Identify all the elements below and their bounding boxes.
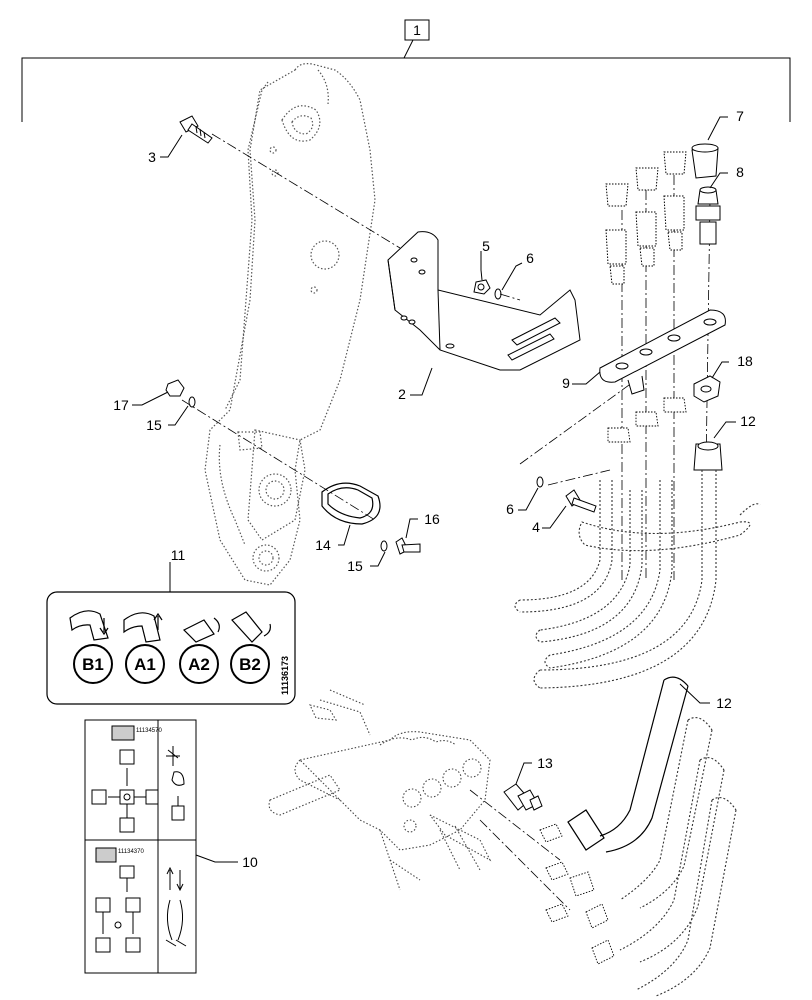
adapter-part-13 xyxy=(503,783,543,811)
callout-8: 8 xyxy=(736,164,744,180)
control-valve xyxy=(268,689,492,891)
callout-15-upper: 15 xyxy=(146,417,162,433)
callout-13: 13 xyxy=(537,755,553,771)
lock-nuts xyxy=(607,397,687,443)
center-lines xyxy=(181,133,711,911)
valve-fittings xyxy=(539,823,615,965)
coupler-set xyxy=(605,151,687,285)
callout-6-upper: 6 xyxy=(526,250,534,266)
washer-part-15-upper xyxy=(188,396,196,408)
callout-6-lower: 6 xyxy=(506,501,514,517)
decal-upper-part-number: 11134570 xyxy=(136,728,162,734)
nut-part-5 xyxy=(473,279,491,295)
callout-4: 4 xyxy=(532,519,540,535)
bolt-part-16 xyxy=(395,537,421,555)
bolt-part-3 xyxy=(179,115,213,144)
position-label-b2: B2 xyxy=(239,655,261,674)
position-label-b1: B1 xyxy=(82,655,104,674)
position-label-a1: A1 xyxy=(134,655,156,674)
callout-12-upper: 12 xyxy=(740,413,756,429)
washer-part-6-upper xyxy=(494,288,502,300)
d-ring-part-14 xyxy=(321,482,381,525)
nut-part-17 xyxy=(165,379,185,397)
callout-7: 7 xyxy=(736,108,744,124)
callout-15-lower: 15 xyxy=(347,558,363,574)
callout-leaders xyxy=(132,116,736,863)
callout-14: 14 xyxy=(315,537,331,553)
callout-3: 3 xyxy=(148,149,156,165)
coupler-bracket-part-9 xyxy=(599,309,726,395)
control-decal-part-11: B1 A1 A2 B2 11136173 xyxy=(46,591,296,705)
washer-part-6-lower xyxy=(536,476,544,488)
operation-decal-part-10 xyxy=(84,719,197,974)
callout-5: 5 xyxy=(482,238,490,254)
hose-part-12-lower xyxy=(567,676,689,853)
hose-set-lower xyxy=(619,717,737,997)
loader-mount-bracket xyxy=(204,63,376,586)
callout-9: 9 xyxy=(562,375,570,391)
callout-11: 11 xyxy=(171,547,186,563)
bolt-part-4 xyxy=(565,489,597,513)
callout-2: 2 xyxy=(398,386,406,402)
nut-part-18 xyxy=(693,375,721,403)
position-label-a2: A2 xyxy=(188,655,210,674)
hose-bundle xyxy=(514,470,761,689)
coupler-part-8 xyxy=(695,186,721,245)
decal-part-number: 11136173 xyxy=(280,656,290,695)
hose-fitting-part-12-upper xyxy=(693,441,723,471)
washer-part-15-lower xyxy=(380,540,388,552)
callout-18: 18 xyxy=(737,353,753,369)
callout-10: 10 xyxy=(242,854,258,870)
valve-mount-plate xyxy=(387,231,581,371)
assembly-bracket xyxy=(21,19,791,122)
callout-16: 16 xyxy=(424,511,440,527)
callout-12-lower: 12 xyxy=(716,695,732,711)
dust-cap-part-7 xyxy=(691,143,719,179)
decal-lower-part-number: 11134370 xyxy=(118,849,144,855)
assembly-label: 1 xyxy=(413,22,421,38)
callout-17: 17 xyxy=(113,397,129,413)
